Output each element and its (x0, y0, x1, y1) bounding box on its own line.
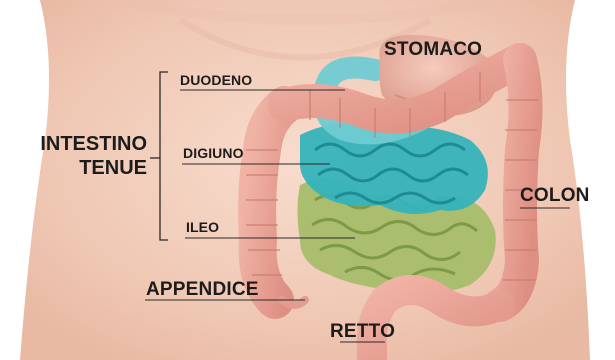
label-colon: COLON (520, 186, 590, 205)
label-duodenum: DUODENO (180, 73, 252, 87)
label-jejunum: DIGIUNO (183, 146, 244, 160)
label-rectum: RETTO (330, 322, 395, 341)
label-stomach: STOMACO (384, 40, 482, 59)
label-small-intestine-line1: INTESTINO (20, 132, 147, 156)
label-small-intestine-line2: TENUE (20, 156, 147, 180)
label-appendix: APPENDICE (146, 280, 259, 299)
label-small-intestine: INTESTINO TENUE (20, 132, 147, 180)
label-ileum: ILEO (186, 220, 219, 234)
